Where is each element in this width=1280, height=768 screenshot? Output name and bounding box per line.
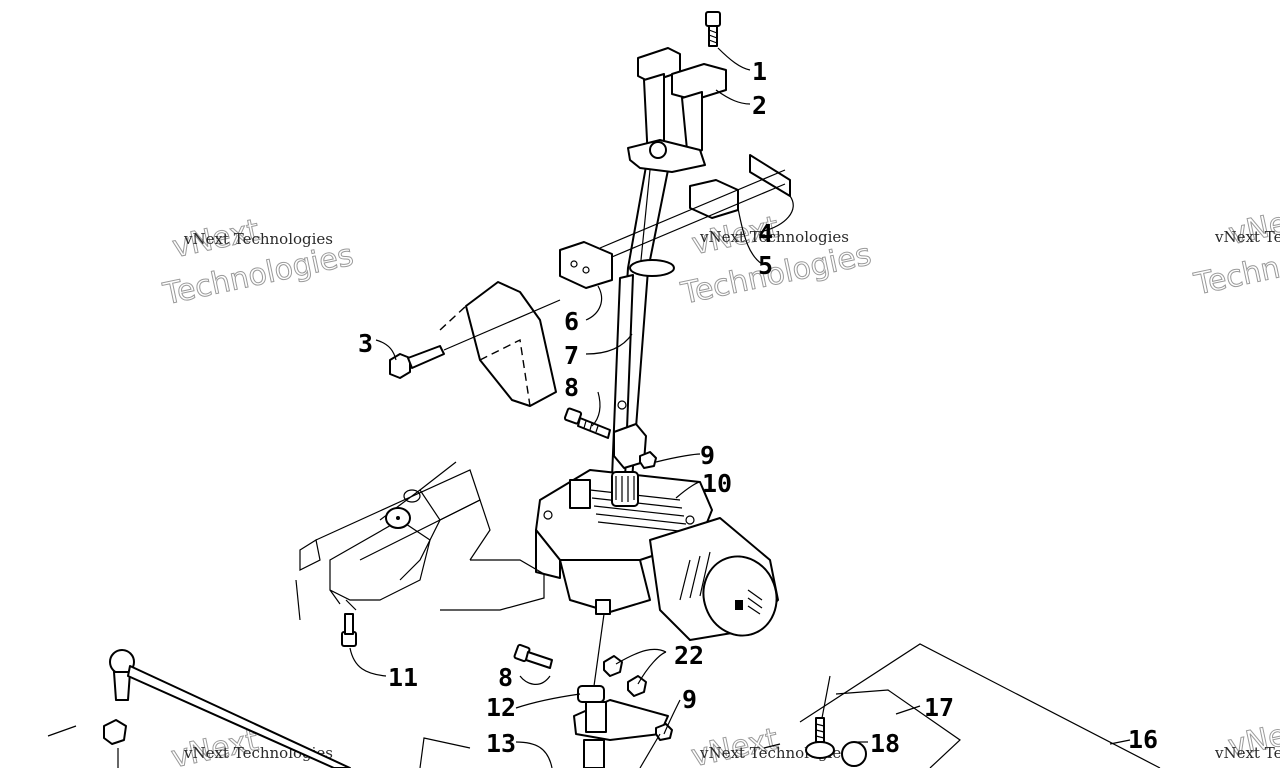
watermark-top-right: vNe vNext Te Techn bbox=[1190, 205, 1280, 303]
callout-3: 3 bbox=[358, 329, 373, 358]
callout-1: 1 bbox=[752, 57, 767, 86]
callout-7: 7 bbox=[564, 341, 579, 370]
callout-9-lower: 9 bbox=[682, 685, 697, 714]
watermark-top-center: vNext vNext Technologies Technologies bbox=[677, 209, 875, 312]
leader-lines bbox=[349, 47, 1131, 768]
callout-8: 8 bbox=[564, 373, 579, 402]
watermark-line: vNext Technologies bbox=[183, 230, 333, 248]
part-tie-rod-end bbox=[763, 717, 867, 767]
callout-4: 4 bbox=[758, 219, 773, 248]
watermark-partial-line: vNext Te bbox=[1214, 228, 1280, 246]
watermark-partial-line: vNext Te bbox=[1214, 744, 1280, 762]
part-lower-bushing bbox=[559, 241, 613, 289]
part-bolt-3 bbox=[389, 299, 561, 379]
callout-labels: 1 2 3 4 5 6 7 8 9 10 11 8 22 12 9 13 17 … bbox=[358, 57, 1158, 758]
part-bolt-11 bbox=[341, 613, 357, 647]
callout-18: 18 bbox=[870, 729, 900, 758]
part-shield-bracket bbox=[439, 281, 557, 407]
watermark-bottom-right: vNe vNext Te bbox=[1214, 717, 1280, 764]
callout-17: 17 bbox=[924, 693, 954, 722]
callout-10: 10 bbox=[702, 469, 732, 498]
part-kit-outlines bbox=[419, 643, 1161, 768]
callout-11: 11 bbox=[388, 663, 418, 692]
callout-13: 13 bbox=[486, 729, 516, 758]
part-eps-unit bbox=[535, 469, 779, 641]
part-tie-rod bbox=[47, 649, 351, 768]
callout-16: 16 bbox=[1128, 725, 1158, 754]
part-nut-9-lower bbox=[655, 723, 673, 741]
part-frame-section bbox=[295, 461, 545, 621]
callout-8-lower: 8 bbox=[498, 663, 513, 692]
callout-5: 5 bbox=[758, 251, 773, 280]
watermark-partial-big: Techn bbox=[1191, 250, 1280, 302]
part-upper-bracket bbox=[627, 139, 706, 173]
callout-12: 12 bbox=[486, 693, 516, 722]
callout-6: 6 bbox=[564, 307, 579, 336]
callout-22: 22 bbox=[674, 641, 704, 670]
watermark-top-left: vNext vNext Technologies Technologies bbox=[159, 212, 357, 313]
callout-2: 2 bbox=[752, 91, 767, 120]
part-bolt-8-lower bbox=[513, 643, 553, 669]
watermark-line: vNext Technologies bbox=[699, 228, 849, 246]
part-bolt-1 bbox=[705, 11, 721, 47]
part-nuts-22 bbox=[603, 655, 647, 697]
part-handlebar-caps bbox=[637, 47, 727, 161]
center-line bbox=[593, 613, 605, 687]
part-bolt-8-upper bbox=[563, 407, 611, 439]
callout-9: 9 bbox=[700, 441, 715, 470]
part-nut-9-upper bbox=[639, 451, 657, 469]
part-pitman-arm bbox=[573, 685, 669, 768]
